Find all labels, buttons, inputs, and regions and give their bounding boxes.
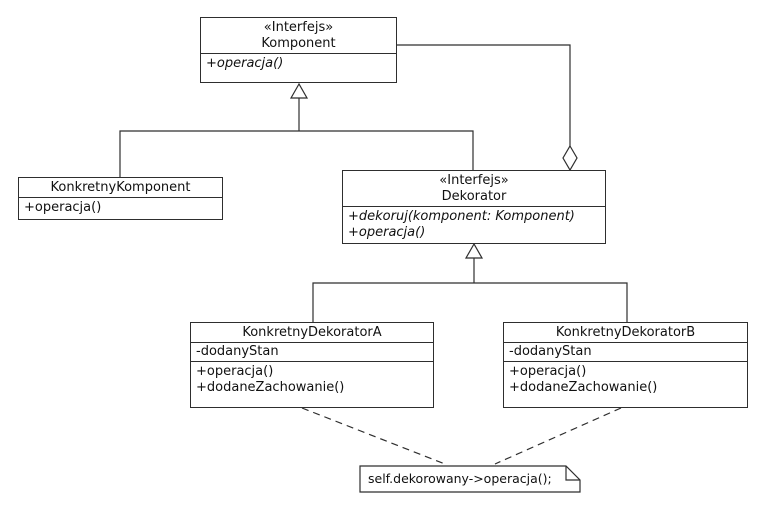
class-operation: +operacja()	[206, 56, 284, 71]
note-text: self.dekorowany->operacja();	[368, 471, 552, 486]
class-komponent: «Interfejs» Komponent +operacja()	[200, 17, 397, 83]
generalization-rail	[312, 282, 628, 322]
class-operation: +operacja()	[196, 364, 274, 379]
class-operation: +dodaneZachowanie()	[196, 380, 345, 395]
class-operation: +operacja()	[348, 225, 426, 240]
aggregation-line	[397, 44, 571, 146]
hollow-triangle-icon	[464, 242, 484, 259]
hollow-diamond-icon	[562, 144, 578, 172]
note-anchors	[301, 407, 622, 465]
class-operation: +operacja()	[24, 200, 102, 215]
class-name: KonkretnyKomponent	[50, 180, 191, 195]
class-operation: +dodaneZachowanie()	[509, 380, 658, 395]
generalization-to-dekorator	[312, 242, 628, 322]
class-stereotype: «Interfejs»	[439, 173, 509, 188]
class-dekorator: «Interfejs» Dekorator +dekoruj(komponent…	[342, 170, 606, 244]
note-fold-icon	[565, 466, 580, 481]
generalization-to-komponent	[119, 82, 474, 177]
generalization-rail	[119, 130, 474, 177]
note-body	[359, 465, 581, 493]
note-anchor-b	[494, 407, 622, 465]
class-operation: +dekoruj(komponent: Komponent)	[348, 209, 575, 224]
class-stereotype: «Interfejs»	[263, 20, 334, 35]
uml-note-shape	[359, 465, 581, 493]
class-operation: +operacja()	[509, 364, 587, 379]
class-name: KonkretnyDekoratorB	[555, 325, 696, 340]
class-konkretny-komponent: KonkretnyKomponent +operacja()	[18, 177, 223, 220]
class-konkretny-dekorator-a: KonkretnyDekoratorA -dodanyStan +operacj…	[190, 322, 434, 408]
class-attribute: -dodanyStan	[196, 344, 279, 359]
class-konkretny-dekorator-b: KonkretnyDekoratorB -dodanyStan +operacj…	[503, 322, 748, 408]
aggregation-dekorator-komponent	[397, 44, 578, 172]
class-name: KonkretnyDekoratorA	[242, 325, 382, 340]
class-name: Komponent	[261, 36, 336, 51]
hollow-triangle-icon	[289, 82, 309, 99]
class-attribute: -dodanyStan	[509, 344, 592, 359]
class-name: Dekorator	[441, 189, 507, 204]
note-anchor-a	[301, 407, 446, 465]
